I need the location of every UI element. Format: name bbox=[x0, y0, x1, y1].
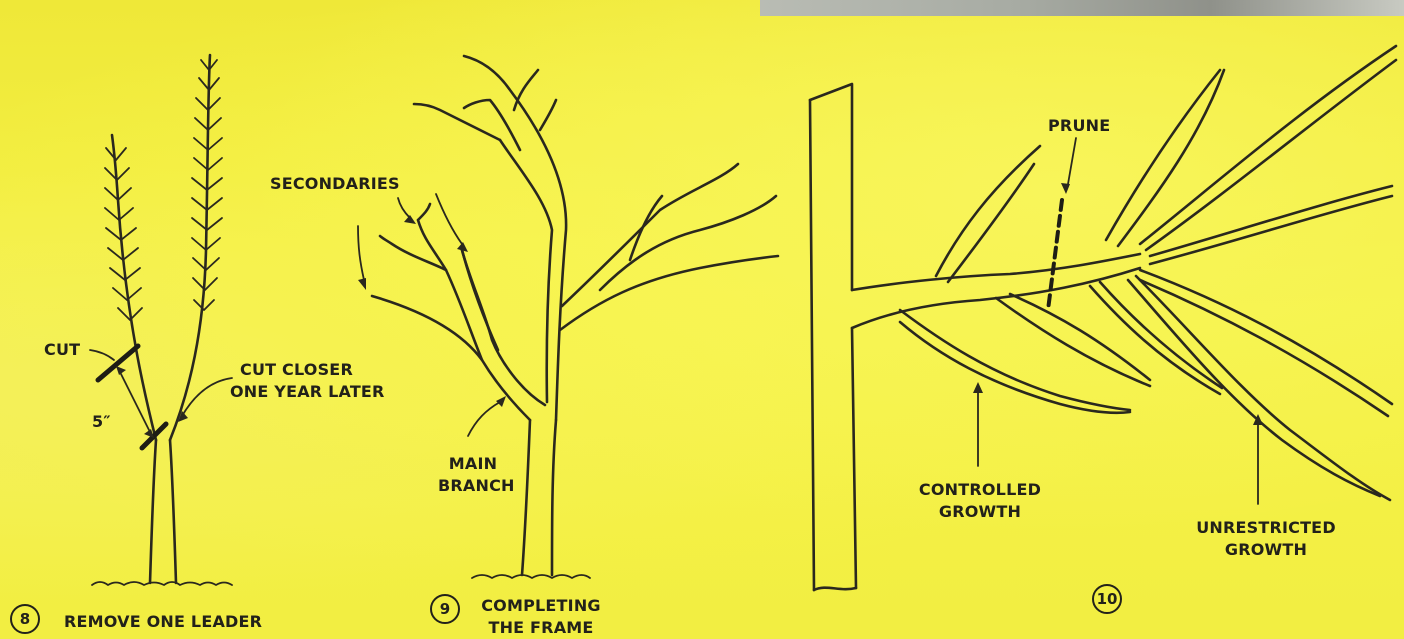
prune-arrowhead bbox=[1061, 183, 1070, 194]
figure9-drawing bbox=[358, 56, 778, 578]
unrestricted-branch-5b bbox=[1128, 280, 1380, 496]
trunk-left-edge-9 bbox=[522, 420, 530, 575]
upper-twig-2 bbox=[514, 70, 538, 110]
main-limb-upper bbox=[852, 254, 1140, 290]
controlled-growth-label-line2: GROWTH bbox=[900, 502, 1060, 522]
trunk-bottom-10 bbox=[814, 588, 856, 590]
main-branch-arrow bbox=[468, 402, 500, 436]
figure8-drawing bbox=[90, 55, 232, 585]
cut-closer-label-line1: CUT CLOSER bbox=[240, 360, 353, 380]
trunk-left-edge-10 bbox=[810, 100, 814, 590]
upper-branch-10 bbox=[936, 146, 1040, 276]
main-branch-outer bbox=[372, 296, 530, 420]
left-leader-8 bbox=[112, 135, 156, 440]
main-branch-label-line1: MAIN bbox=[438, 454, 508, 474]
figure-number-10: 10 bbox=[1092, 584, 1122, 614]
figure-number-9: 9 bbox=[430, 594, 460, 624]
unrestricted-growth-label-line1: UNRESTRICTED bbox=[1186, 518, 1346, 538]
trunk-right-edge-8 bbox=[170, 440, 176, 583]
main-branch-inner bbox=[462, 250, 545, 405]
ground-line-9 bbox=[472, 575, 590, 578]
upper-twig-4 bbox=[540, 100, 556, 130]
controlled-growth-label-line1: CONTROLLED bbox=[900, 480, 1060, 500]
cut-closer-label-line2: ONE YEAR LATER bbox=[230, 382, 385, 402]
unrestricted-branch-1 bbox=[1106, 70, 1220, 240]
secondary-branch-1 bbox=[418, 220, 482, 360]
upper-branch-10b bbox=[948, 164, 1034, 282]
figure9-caption-line1: COMPLETING bbox=[476, 596, 606, 616]
upper-twig-3 bbox=[414, 104, 500, 140]
prune-cut-line bbox=[1048, 200, 1062, 310]
trunk-top-10 bbox=[810, 84, 852, 290]
secondary-twig bbox=[418, 204, 430, 220]
left-leader-foliage bbox=[105, 148, 142, 320]
right-scaffold bbox=[560, 256, 778, 330]
figure9-caption-line2: THE FRAME bbox=[476, 618, 606, 638]
unrestricted-branch-4b bbox=[1140, 280, 1388, 416]
unrestricted-branch-2 bbox=[1140, 46, 1396, 244]
main-branch-arrowhead bbox=[496, 396, 506, 407]
unrestricted-branch-5 bbox=[1136, 276, 1390, 500]
ground-line-8 bbox=[92, 582, 232, 585]
figure-number-8: 8 bbox=[10, 604, 40, 634]
trunk-left-edge-8 bbox=[150, 440, 156, 583]
unrestricted-growth-label-line2: GROWTH bbox=[1186, 540, 1346, 560]
measure-arrow bbox=[120, 372, 150, 432]
right-twig-2 bbox=[630, 196, 662, 260]
middle-branch-2 bbox=[1090, 286, 1220, 394]
right-scaffold-upper bbox=[562, 164, 738, 306]
upper-cut-mark bbox=[98, 346, 138, 380]
secondaries-arrow-3 bbox=[436, 194, 462, 244]
secondaries-arrowhead-3 bbox=[457, 242, 468, 252]
secondaries-label: SECONDARIES bbox=[270, 174, 400, 194]
secondaries-arrow-2 bbox=[398, 198, 410, 218]
prune-label: PRUNE bbox=[1048, 116, 1110, 136]
trunk-right-edge-9 bbox=[552, 420, 556, 575]
middle-branch-1b bbox=[1010, 294, 1150, 380]
secondaries-arrowhead-1 bbox=[358, 278, 366, 290]
prune-arrow bbox=[1068, 138, 1076, 184]
cut-pointer bbox=[90, 350, 114, 360]
main-branch-label-line2: BRANCH bbox=[438, 476, 508, 496]
figure8-caption: REMOVE ONE LEADER bbox=[64, 612, 262, 632]
trunk-right-edge-10 bbox=[852, 328, 856, 588]
central-leader-inner bbox=[500, 140, 552, 402]
cut-label: CUT bbox=[44, 340, 80, 360]
secondaries-arrow-1 bbox=[358, 226, 364, 280]
measure-label: 5″ bbox=[92, 412, 111, 432]
controlled-arrowhead bbox=[973, 382, 983, 393]
secondaries-arrowhead-2 bbox=[404, 215, 416, 224]
